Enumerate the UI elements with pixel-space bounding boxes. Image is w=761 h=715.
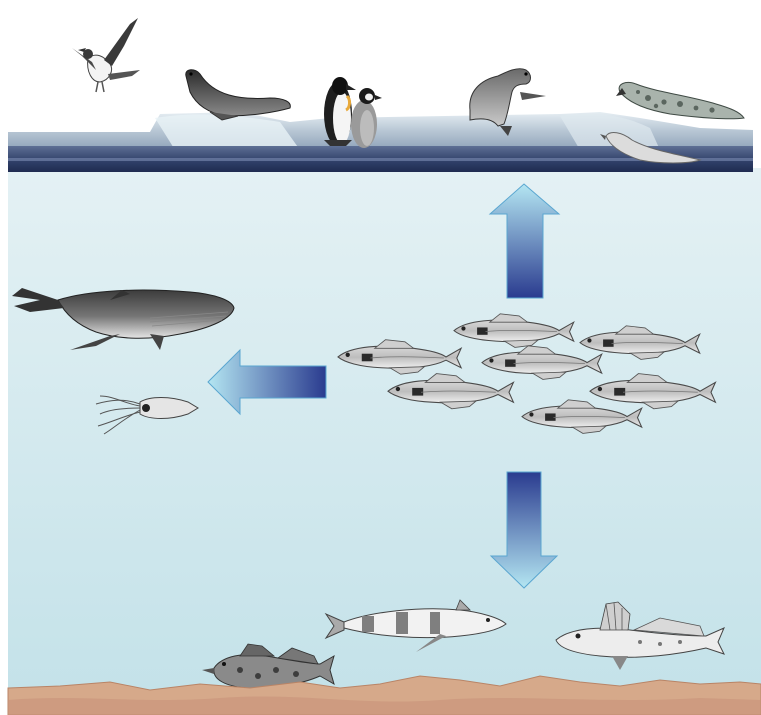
sky-background [0,0,761,130]
